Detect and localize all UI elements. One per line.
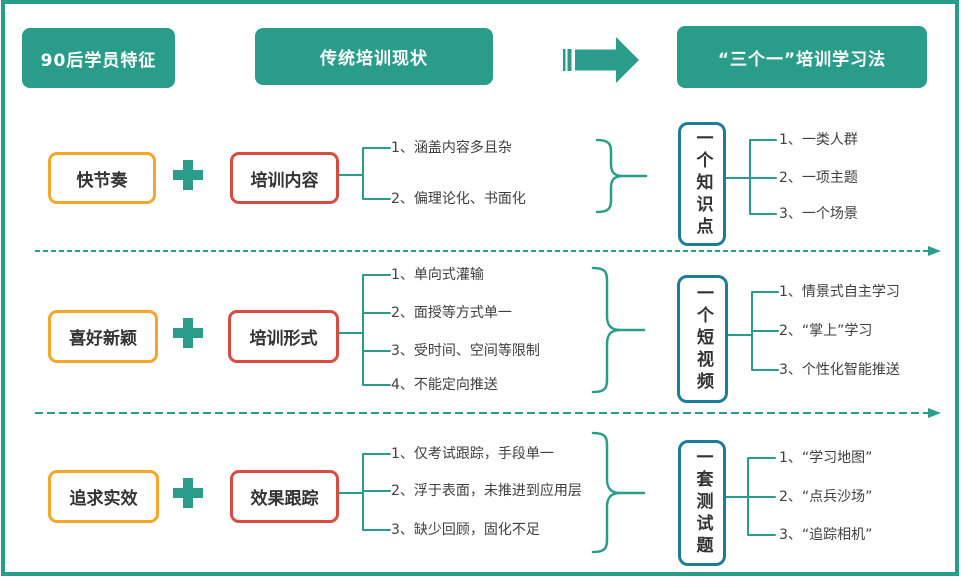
- list-item: 4、不能定向推送: [391, 377, 498, 393]
- topic-box-row2: 培训形式: [228, 310, 339, 363]
- list-item: 1、仅考试跟踪，手段单一: [391, 446, 554, 462]
- row1-brace-icon: [595, 138, 648, 214]
- header-middle-title: 传统培训现状: [255, 28, 493, 85]
- feature-box-row1: 快节奏: [48, 152, 156, 204]
- result-box-row1: 一个知识点: [678, 122, 726, 246]
- plus-icon: [173, 160, 203, 190]
- list-item: 2、一项主题: [779, 170, 858, 186]
- list-item: 3、受时间、空间等限制: [391, 343, 540, 359]
- row2-right-fork: [721, 291, 779, 371]
- dashed-divider-2: [35, 408, 941, 418]
- result-box-row3: 一套测试题: [678, 440, 726, 566]
- list-item: 3、一个场景: [779, 206, 858, 222]
- list-item: 2、偏理论化、书面化: [391, 191, 526, 207]
- dashed-divider-1: [35, 246, 941, 256]
- list-item: 2、面授等方式单一: [391, 305, 512, 321]
- result-box-row3-label: 一套测试题: [692, 448, 713, 558]
- list-item: 2、“掌上”学习: [779, 323, 873, 339]
- feature-box-row2: 喜好新颖: [48, 310, 158, 363]
- list-item: 1、单向式灌输: [391, 267, 484, 283]
- list-item: 3、“追踪相机”: [779, 527, 873, 543]
- plus-icon: [173, 318, 203, 348]
- list-item: 1、“学习地图”: [779, 450, 873, 466]
- list-item: 2、“点兵沙场”: [779, 489, 873, 505]
- row2-left-fork: [332, 274, 391, 386]
- row3-brace-icon: [591, 431, 646, 554]
- list-item: 3、个性化智能推送: [779, 362, 900, 378]
- list-item: 1、情景式自主学习: [779, 284, 900, 300]
- row3-left-fork: [332, 453, 391, 531]
- result-box-row2: 一个短视频: [677, 275, 728, 403]
- plus-icon: [173, 478, 203, 508]
- feature-box-row3: 追求实效: [48, 470, 159, 523]
- row3-right-fork: [719, 457, 776, 536]
- row2-brace-icon: [591, 266, 646, 394]
- result-box-row2-label: 一个短视频: [693, 284, 713, 394]
- header-left-title: 90后学员特征: [22, 28, 175, 88]
- right-block-arrow-icon: [563, 37, 639, 83]
- list-item: 1、涵盖内容多且杂: [391, 140, 512, 156]
- result-box-row1-label: 一个知识点: [692, 129, 713, 239]
- row1-right-fork: [719, 139, 777, 215]
- topic-box-row3: 效果跟踪: [230, 470, 339, 523]
- list-item: 1、一类人群: [779, 132, 858, 148]
- header-right-title: “三个一”培训学习法: [677, 26, 927, 88]
- list-item: 3、缺少回顾，固化不足: [391, 522, 540, 538]
- topic-box-row1: 培训内容: [230, 152, 339, 204]
- list-item: 2、浮于表面，未推进到应用层: [391, 483, 582, 499]
- row1-left-fork: [332, 147, 391, 200]
